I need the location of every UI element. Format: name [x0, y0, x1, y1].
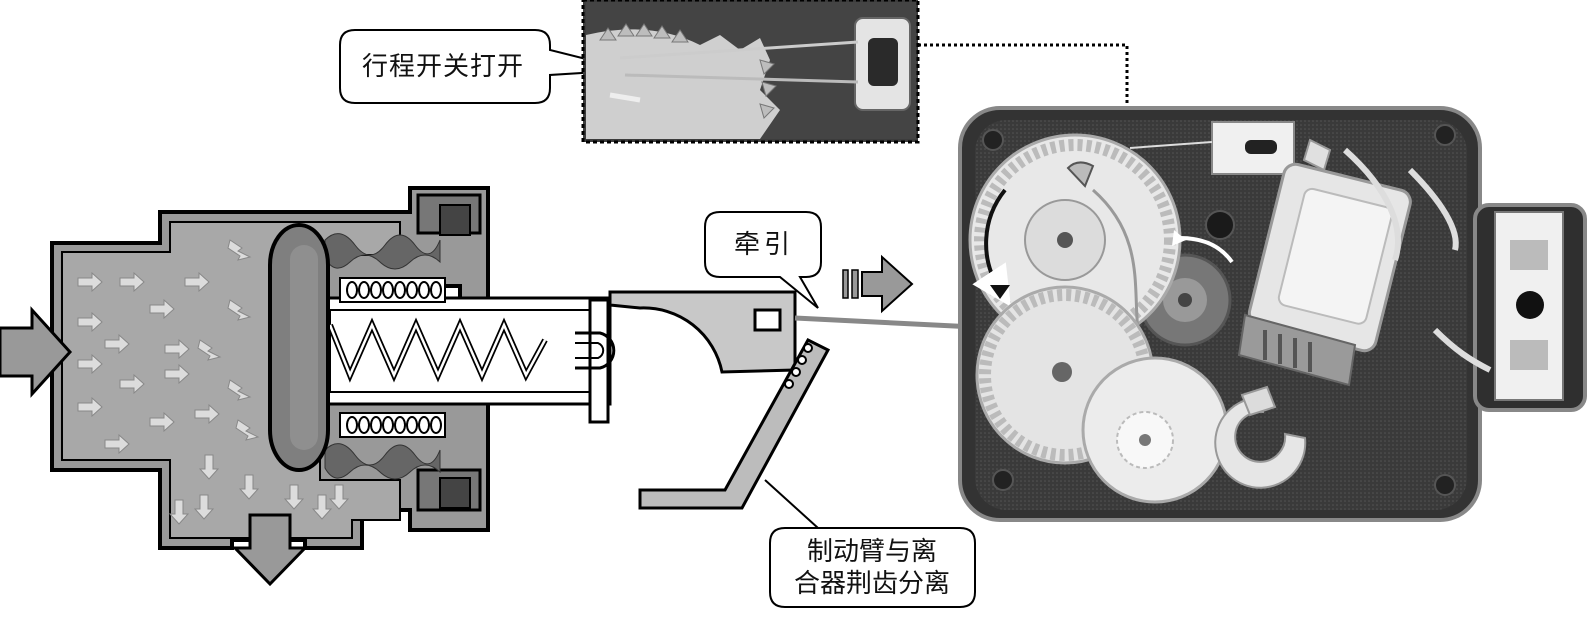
brake-lever	[608, 290, 797, 374]
label-switch-open: 行程开关打开	[361, 52, 524, 82]
brake-arm	[638, 338, 831, 510]
rod-end-hook	[575, 298, 616, 424]
callout-switch-open	[339, 29, 631, 104]
label-brake-release-line1: 制动臂与离	[806, 537, 937, 567]
coil-spring-top	[339, 277, 446, 303]
inlet-arrow-icon	[0, 306, 73, 398]
label-brake-release-line2: 合器荆齿分离	[793, 569, 950, 599]
fluid-flow-arrows	[77, 239, 350, 525]
coil-spring-bottom	[339, 412, 446, 438]
detail-connector-line	[918, 43, 1129, 128]
outlet-arrow-icon	[231, 513, 309, 587]
callout-brake-release	[764, 479, 976, 608]
switch-detail-photo	[581, 0, 920, 144]
bellows	[324, 233, 441, 480]
housing-end-caps	[416, 193, 482, 512]
traction-direction-arrow-icon	[842, 254, 914, 314]
callout-traction	[704, 211, 822, 309]
label-traction: 牵引	[733, 230, 794, 260]
piston-rod-channel	[318, 296, 612, 406]
actuator-device-photo	[958, 106, 1587, 522]
